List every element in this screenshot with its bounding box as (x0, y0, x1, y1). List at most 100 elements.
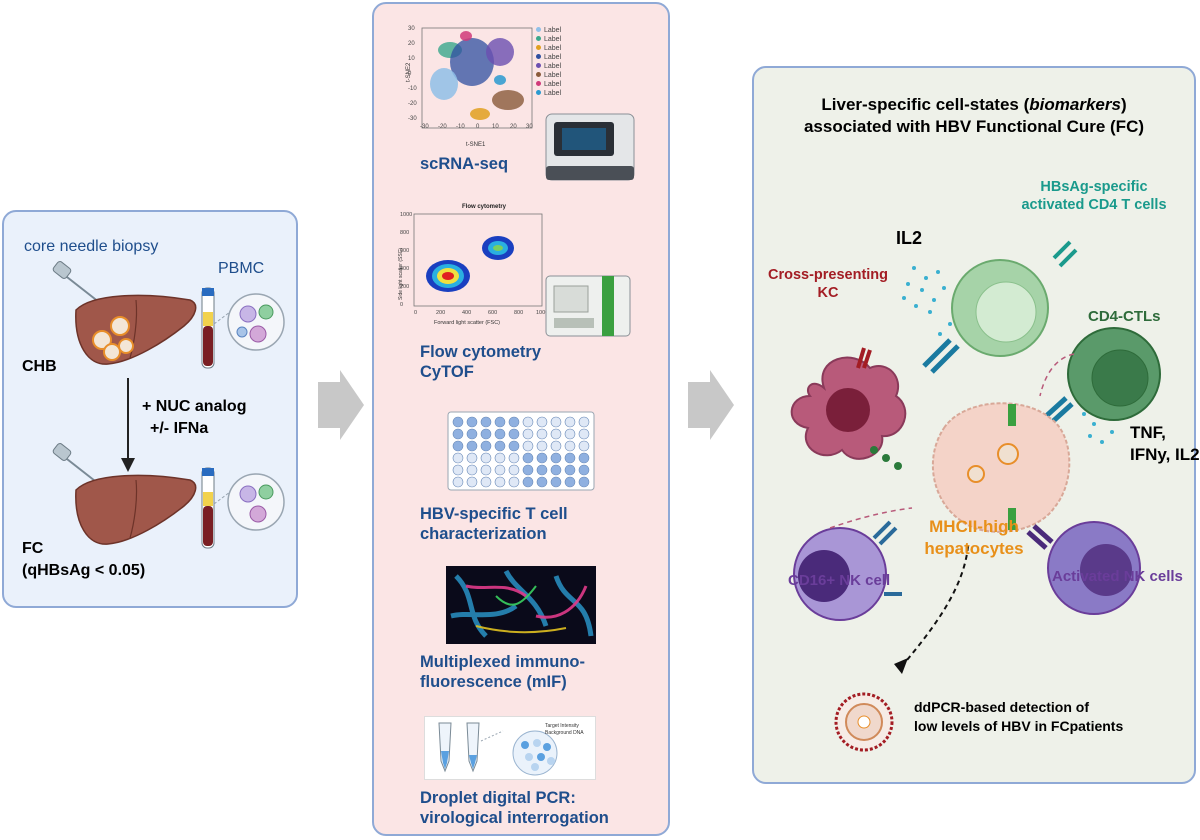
plate-well (550, 440, 562, 452)
plate-well (494, 452, 506, 464)
plate-well (466, 428, 478, 440)
tsne-legend-item: Label (544, 90, 562, 97)
kc-label: Cross-presenting KC (758, 266, 898, 302)
flow-ytick: 400 (400, 266, 410, 272)
sampling-panel: core needle biopsy PBMC CHB + NUC analog… (2, 210, 298, 608)
plate-well (508, 476, 520, 488)
title-line2: associated with HBV Functional Cure (FC) (803, 117, 1145, 136)
plate-well (494, 476, 506, 488)
tnf-line1: TNF, (1130, 423, 1166, 442)
mif-image (446, 566, 596, 644)
pbmc-tube-icon (201, 287, 285, 369)
tsne-ytick: 20 (408, 41, 415, 47)
biomarkers-panel: Liver-specific cell-states (biomarkers) … (752, 66, 1200, 784)
plate-well (536, 416, 548, 428)
tsne-xtick: 10 (492, 124, 499, 130)
tcell-label-1: HBV-specific T cell (420, 505, 568, 523)
cytometer-icon (545, 275, 631, 337)
flow-ytick: 800 (400, 230, 410, 236)
svg-text:Side light scatter (SSC): Side light scatter (SSC) (398, 248, 404, 300)
tsne-plot: t-SNE2 t-SNE1 (406, 27, 533, 148)
treatment-line2: +/- IFNa (150, 420, 209, 437)
plate-well (508, 464, 520, 476)
plate-well (508, 416, 520, 428)
tcell-label-2: characterization (420, 525, 547, 543)
plate-well (480, 476, 492, 488)
plate-well (522, 476, 534, 488)
plate-well (564, 464, 576, 476)
plate-well (578, 476, 590, 488)
plate-well (452, 440, 464, 452)
plate-well (550, 428, 562, 440)
biopsy-label: core needle biopsy (24, 238, 159, 255)
flow-label-2: CyTOF (420, 363, 474, 381)
il2-label: IL2 (896, 228, 923, 248)
tsne-legend-item: Label (544, 72, 562, 79)
svg-text:t-SNE2: t-SNE2 (406, 62, 412, 82)
plate-well (508, 428, 520, 440)
tsne-xtick: -30 (420, 124, 429, 130)
scrna-label: scRNA-seq (420, 155, 509, 173)
plate-well (480, 428, 492, 440)
plate-well (522, 464, 534, 476)
plate-well (564, 476, 576, 488)
svg-text:Forward light scatter (FSC): Forward light scatter (FSC) (434, 320, 500, 326)
plate-well (522, 428, 534, 440)
ddpcr-label-1: Droplet digital PCR: (420, 789, 576, 807)
title-line1: Liver-specific cell-states ( (821, 95, 1030, 114)
plate-well (550, 416, 562, 428)
mhcii-hepatocyte (931, 402, 1071, 533)
plate-well (480, 440, 492, 452)
plate-well (452, 416, 464, 428)
treatment-arrow (121, 378, 135, 472)
ddpcr-legend-2: Background DNA (545, 730, 584, 736)
biomarkers-title: Liver-specific cell-states (biomarkers) … (754, 94, 1194, 138)
cd16-label: CD16+ NK cell (788, 572, 891, 589)
hbsag-tcell-label: HBsAg-specific activated CD4 T cells (1004, 178, 1184, 214)
tsne-ytick: -20 (408, 101, 417, 107)
hbsag-cd4-tcell (922, 240, 1078, 374)
flow-ytick: 1000 (400, 212, 413, 218)
fc-label: FC (22, 540, 44, 557)
plate-well (578, 428, 590, 440)
tnf-line2: IFNy, IL2 (1130, 445, 1200, 464)
chb-label: CHB (22, 358, 57, 375)
tsne-legend-item: Label (544, 54, 562, 61)
plate-well (466, 452, 478, 464)
plate-well (578, 440, 590, 452)
plate-well (536, 428, 548, 440)
tsne-legend-item: Label (544, 63, 562, 70)
actnk-label: Activated NK cells (1052, 568, 1183, 585)
kc-line2: KC (817, 285, 839, 301)
kupffer-cell (790, 347, 907, 460)
plate-well (494, 428, 506, 440)
plate-well (522, 452, 534, 464)
flow-label-1: Flow cytometry (420, 343, 542, 361)
plate-well (536, 440, 548, 452)
flow-xtick: 400 (462, 310, 472, 316)
svg-text:t-SNE1: t-SNE1 (466, 142, 486, 148)
plate-well (578, 464, 590, 476)
mif-label-2: fluorescence (mIF) (420, 673, 567, 691)
kc-line1: Cross-presenting (767, 267, 889, 283)
flow-xtick: 600 (488, 310, 498, 316)
flow-arrow-1 (318, 370, 364, 440)
fc-criteria: (qHBsAg < 0.05) (22, 562, 146, 579)
plate-well (480, 416, 492, 428)
cd16-nk-cell (793, 520, 902, 621)
plate-well (466, 476, 478, 488)
tsne-legend-item: Label (544, 45, 562, 52)
il2-dots (902, 266, 952, 336)
flow-ytick: 200 (400, 284, 410, 290)
title-line1-end: ) (1120, 95, 1127, 114)
title-italic: biomarkers (1029, 95, 1121, 114)
tsne-ytick: 10 (408, 56, 415, 62)
pbmc-tube-icon-2 (201, 467, 285, 549)
plate-well (452, 476, 464, 488)
fc-liver-icon (75, 474, 197, 545)
plate-well (494, 416, 506, 428)
plate-well (494, 440, 506, 452)
tsne-xtick: 0 (476, 124, 480, 130)
plate-well (508, 452, 520, 464)
plate-well (564, 452, 576, 464)
